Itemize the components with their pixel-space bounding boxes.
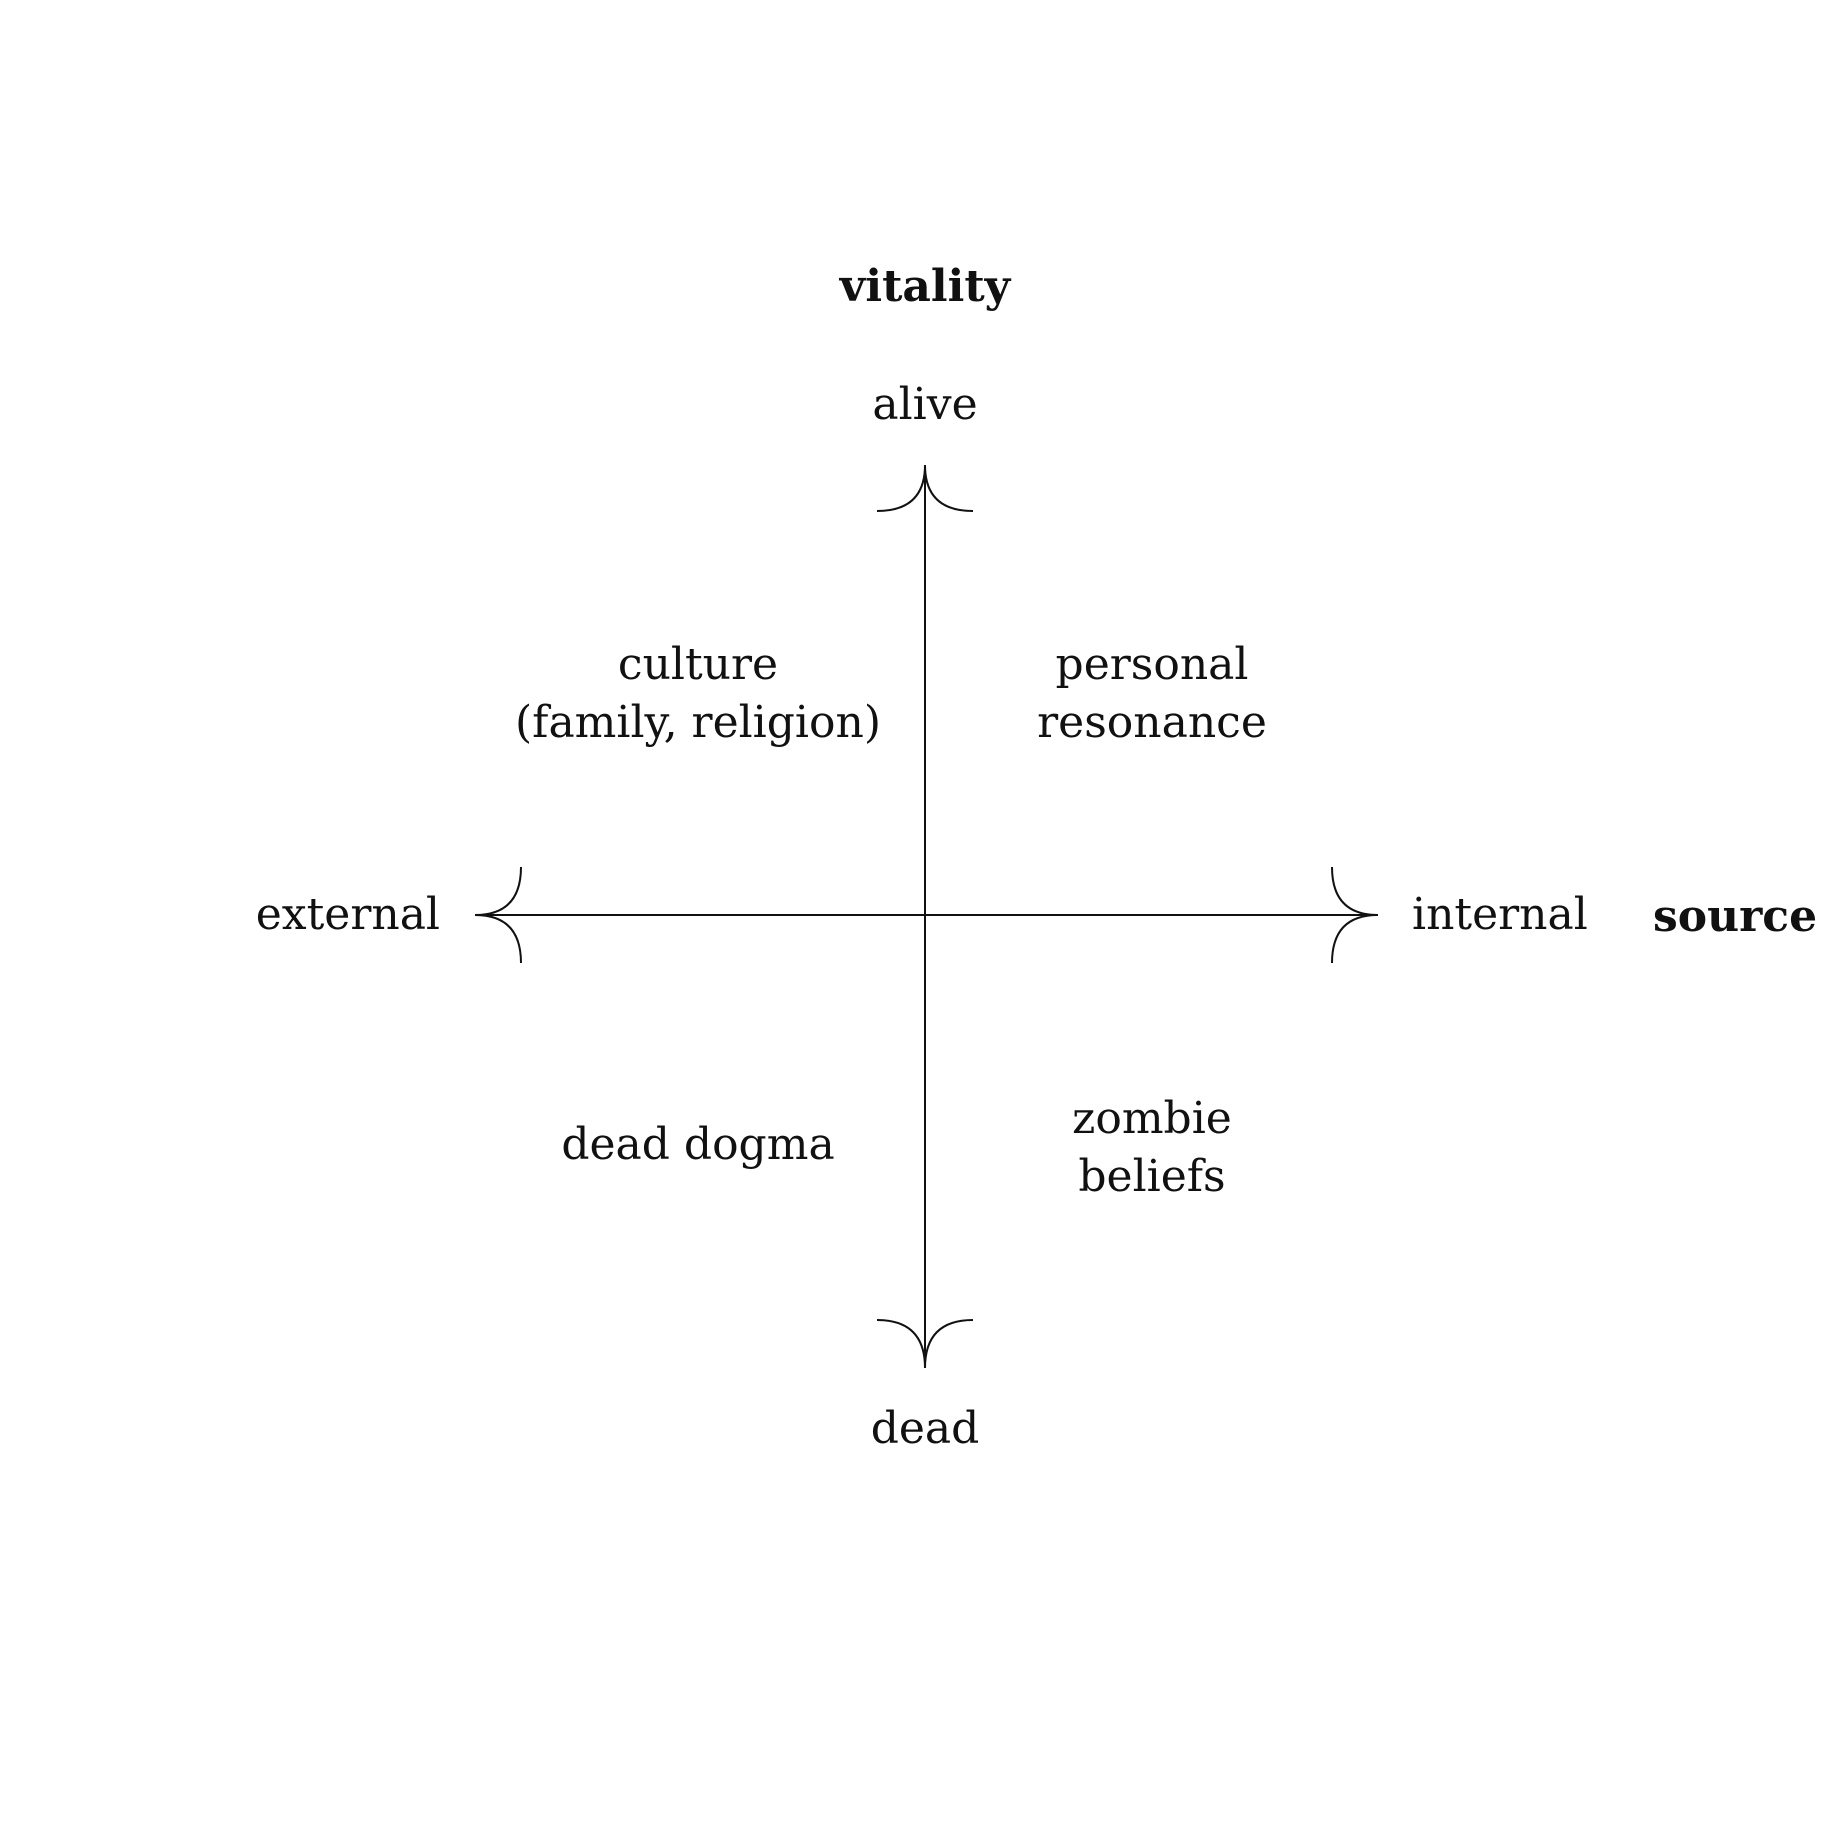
arrowhead-right — [1331, 866, 1379, 964]
quadrant-bottom-left: dead dogma — [561, 1116, 834, 1174]
arrowhead-down — [876, 1319, 974, 1369]
horizontal-axis-left-label: external — [255, 889, 440, 940]
quadrant-bottom-left-line-1: dead dogma — [561, 1119, 835, 1170]
quadrant-top-right-line-1: personal — [1055, 639, 1249, 690]
quadrant-top-left: culture (family, religion) — [515, 636, 881, 752]
horizontal-axis-title: source — [1653, 891, 1818, 942]
arrowhead-up — [876, 464, 974, 512]
quadrant-top-right: personal resonance — [1037, 636, 1267, 752]
vertical-axis-title: vitality — [839, 261, 1011, 312]
vertical-axis-bottom-label: dead — [870, 1403, 980, 1454]
quadrant-top-left-line-1: culture — [617, 639, 779, 690]
vertical-axis-top-label: alive — [872, 379, 978, 430]
quadrant-bottom-right: zombie beliefs — [1072, 1090, 1232, 1206]
quadrant-bottom-right-line-1: zombie — [1072, 1093, 1232, 1144]
horizontal-axis-right-label: internal — [1412, 889, 1588, 940]
quadrant-top-left-line-2: (family, religion) — [515, 697, 881, 748]
quadrant-bottom-right-line-2: beliefs — [1078, 1151, 1226, 1202]
arrowhead-left — [474, 866, 522, 964]
quadrant-top-right-line-2: resonance — [1037, 697, 1267, 748]
